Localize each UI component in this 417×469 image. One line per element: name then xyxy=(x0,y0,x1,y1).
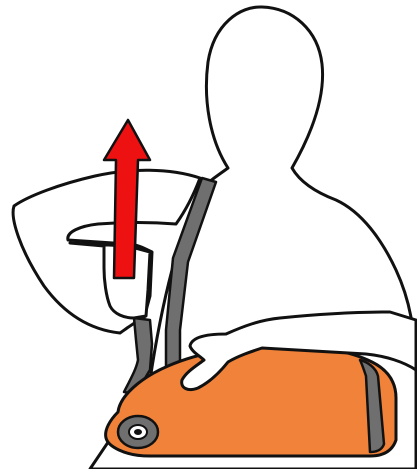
bag-grommet xyxy=(118,416,158,448)
